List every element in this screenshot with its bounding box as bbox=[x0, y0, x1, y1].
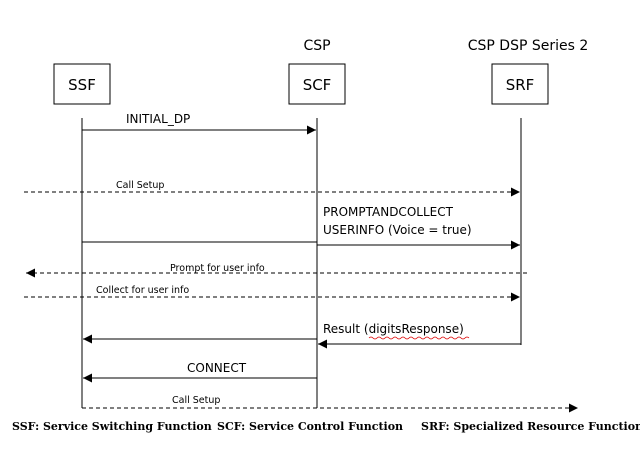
prompt-collect-label-2: USERINFO (Voice = true) bbox=[323, 223, 472, 237]
result-prefix: Result ( bbox=[323, 322, 369, 336]
call-setup-label-1: Call Setup bbox=[116, 180, 164, 191]
srf-label: SRF bbox=[506, 76, 535, 94]
scf-label: SCF bbox=[303, 76, 332, 94]
result-label: Result (digitsResponse) bbox=[323, 322, 464, 336]
ssf-label: SSF bbox=[68, 76, 96, 94]
ssf-box bbox=[53, 63, 111, 105]
result-word: digitsResponse bbox=[369, 322, 460, 336]
csp-dsp-group-label: CSP DSP Series 2 bbox=[468, 38, 589, 54]
prompt-collect-label-1: PROMPTANDCOLLECT bbox=[323, 205, 454, 219]
legend-scf: SCF: Service Control Function bbox=[217, 420, 403, 433]
collect-user-info-label: Collect for user info bbox=[96, 285, 189, 296]
scf-box bbox=[288, 63, 346, 105]
legend-ssf: SSF: Service Switching Function bbox=[12, 420, 212, 433]
call-setup-label-2: Call Setup bbox=[172, 395, 220, 406]
connect-label: CONNECT bbox=[187, 361, 247, 375]
result-suffix: ) bbox=[459, 322, 464, 336]
legend-srf: SRF: Specialized Resource Function bbox=[421, 420, 640, 433]
prompt-user-info-label: Prompt for user info bbox=[170, 263, 265, 274]
spellcheck-underline bbox=[368, 336, 470, 340]
srf-box bbox=[491, 63, 549, 105]
csp-group-label: CSP bbox=[303, 38, 330, 54]
initial-dp-label: INITIAL_DP bbox=[126, 112, 190, 126]
